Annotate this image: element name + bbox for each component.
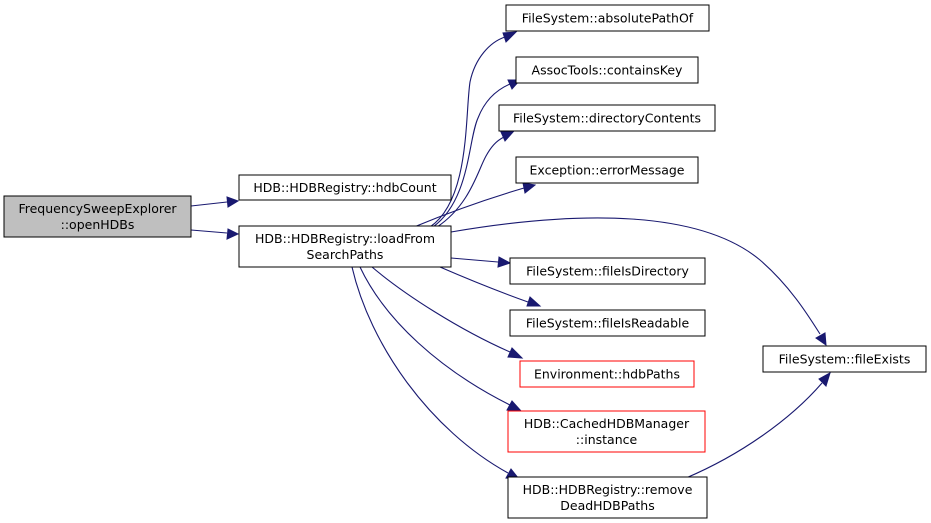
fileIsDirectory-box: [509, 257, 706, 285]
edge-loadfrom-errormessage: [413, 182, 537, 228]
node-fileisdirectory[interactable]: FileSystem::fileIsDirectory: [509, 257, 706, 285]
removeDead-label-line-0: HDB::HDBRegistry::remove: [523, 482, 693, 497]
errorMessage-label-line-0: Exception::errorMessage: [530, 163, 685, 178]
loadFrom-label-line-0: HDB::HDBRegistry::loadFrom: [255, 231, 435, 246]
fileIsReadable-box: [509, 309, 706, 337]
directoryContents-label-line-0: FileSystem::directoryContents: [513, 111, 701, 126]
node-directorycontents[interactable]: FileSystem::directoryContents: [498, 104, 716, 132]
directoryContents-box: [498, 104, 716, 132]
edge-loadfrom-fileisreadable: [439, 266, 542, 307]
containsKey-box: [515, 56, 699, 84]
node-errormessage[interactable]: Exception::errorMessage: [515, 156, 699, 184]
fileExists-box: [762, 345, 927, 373]
node-containskey[interactable]: AssocTools::containsKey: [515, 56, 699, 84]
removeDead-label-line-1: DeadHDBPaths: [560, 498, 654, 513]
removeDead-box: [507, 476, 708, 519]
hdbCount-box: [238, 174, 452, 201]
root-label-line-0: FrequencySweepExplorer: [18, 201, 177, 216]
node-fileisreadable[interactable]: FileSystem::fileIsReadable: [509, 309, 706, 337]
errorMessage-box: [515, 156, 699, 184]
node-root[interactable]: FrequencySweepExplorer::openHDBs: [3, 195, 192, 238]
fileIsDirectory-label-line-0: FileSystem::fileIsDirectory: [526, 264, 689, 279]
edge-loadfrom-fileexists: [450, 217, 827, 347]
edge-loadfrom-hdbpaths: [371, 266, 524, 359]
cachedInstance-label-line-1: ::instance: [576, 432, 638, 447]
edge-loadfrom-removedead: [351, 266, 521, 480]
node-cachedhdbmanager-instance[interactable]: HDB::CachedHDBManager::instance: [507, 410, 706, 453]
edge-removedead-fileexists: [685, 371, 831, 479]
fileIsReadable-label-line-0: FileSystem::fileIsReadable: [526, 316, 690, 331]
loadFrom-label-line-1: SearchPaths: [307, 247, 384, 262]
edge-root-hdbcount: [190, 196, 240, 208]
loadFrom-box: [238, 225, 452, 268]
cachedInstance-box: [507, 410, 706, 453]
node-hdbcount[interactable]: HDB::HDBRegistry::hdbCount: [238, 174, 452, 201]
edge-loadfrom-containskey: [432, 79, 522, 228]
hdbPaths-label-line-0: Environment::hdbPaths: [534, 367, 680, 382]
root-label-line-1: ::openHDBs: [61, 217, 135, 232]
node-hdbpaths[interactable]: Environment::hdbPaths: [519, 360, 695, 388]
hdbCount-label-line-0: HDB::HDBRegistry::hdbCount: [253, 180, 436, 195]
containsKey-label-line-0: AssocTools::containsKey: [532, 63, 683, 78]
node-absolutepathof[interactable]: FileSystem::absolutePathOf: [505, 4, 710, 32]
absolutePathOf-label-line-0: FileSystem::absolutePathOf: [522, 11, 694, 26]
edge-loadfrom-directorycontents: [436, 131, 515, 228]
edge-root-loadfrom: [190, 228, 240, 240]
edge-loadfrom-fileisdirectory: [450, 256, 512, 268]
edge-loadfrom-absolutepathof: [429, 31, 518, 228]
fileExists-label-line-0: FileSystem::fileExists: [779, 352, 911, 367]
root-box: [3, 195, 192, 238]
absolutePathOf-box: [505, 4, 710, 32]
node-fileexists[interactable]: FileSystem::fileExists: [762, 345, 927, 373]
edge-loadfrom-cachedinstance: [359, 266, 523, 412]
cachedInstance-label-line-0: HDB::CachedHDBManager: [524, 416, 690, 431]
hdbPaths-box: [519, 360, 695, 388]
